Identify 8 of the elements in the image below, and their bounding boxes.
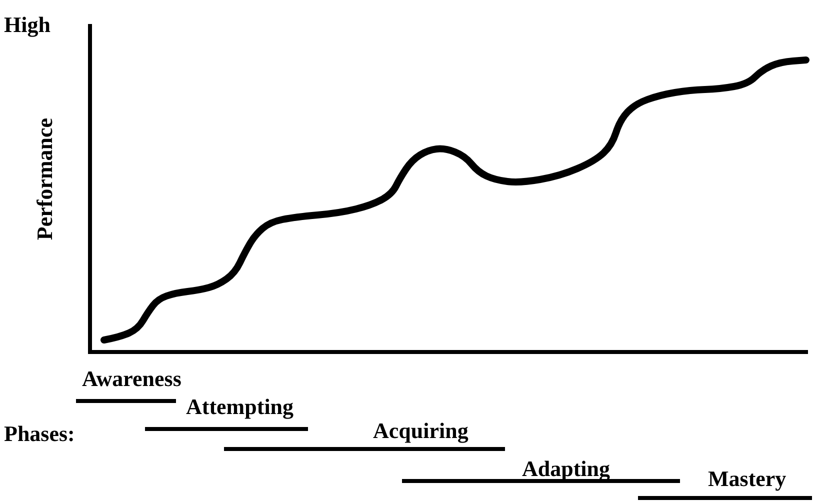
- phase-label: Attempting: [186, 396, 294, 418]
- axis-title: Performance: [34, 116, 56, 242]
- row-label: Phases:: [4, 423, 75, 445]
- axis-label: High: [4, 14, 50, 36]
- phase-label: Acquiring: [373, 420, 468, 442]
- phase-label: Awareness: [82, 368, 182, 390]
- phase-label: Adapting: [522, 458, 610, 480]
- phase-label: Mastery: [708, 468, 786, 490]
